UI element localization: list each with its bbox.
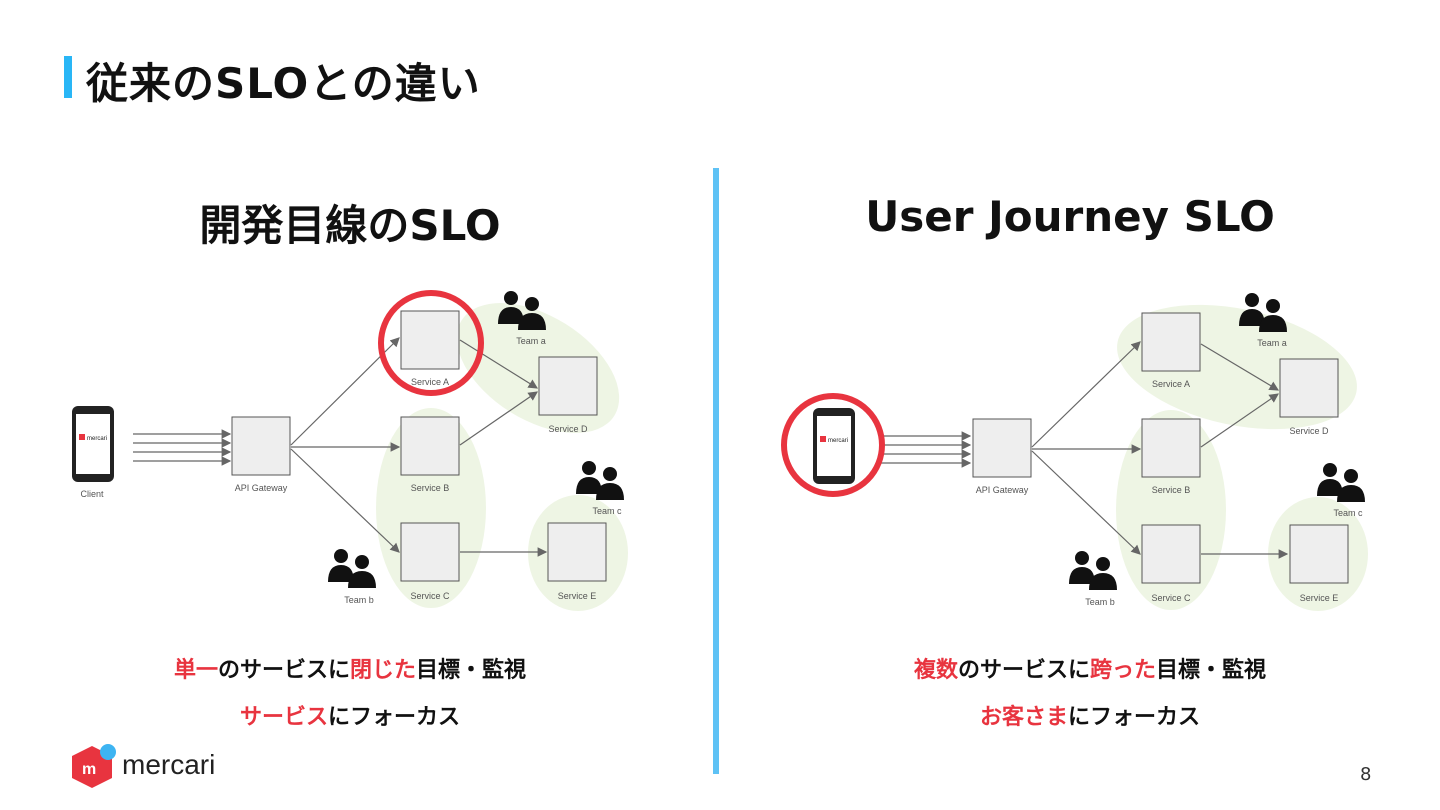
left-caption2-plain: にフォーカス xyxy=(328,705,461,730)
left-caption-red1: 単一 xyxy=(173,658,218,683)
api-gateway-box xyxy=(231,416,291,476)
team-a-label: Team a xyxy=(516,336,546,346)
service-e-label: Service E xyxy=(1300,593,1339,603)
title-accent-bar xyxy=(64,56,72,98)
service-d-box xyxy=(538,356,598,416)
team-a-people-icon xyxy=(498,291,546,330)
service-d-label: Service D xyxy=(1289,426,1329,436)
client-phone-icon: mercari xyxy=(813,408,855,484)
page-number: 8 xyxy=(1360,764,1372,785)
left-panel-title: 開発目線のSLO xyxy=(199,201,501,250)
service-a-label: Service A xyxy=(411,377,449,387)
left-caption-plain2: 目標・監視 xyxy=(416,658,527,683)
service-b-label: Service B xyxy=(411,483,450,493)
team-b-people-icon xyxy=(1069,551,1117,590)
right-caption-line1: 複数のサービスに跨った目標・監視 xyxy=(860,652,1320,684)
right-architecture-diagram: mercari API Gateway Service A Service B … xyxy=(781,293,1368,611)
service-e-box xyxy=(1289,524,1349,584)
right-panel-title: User Journey SLO xyxy=(865,192,1275,241)
service-a-box xyxy=(400,310,460,370)
service-d-label: Service D xyxy=(548,424,588,434)
service-c-box xyxy=(1141,524,1201,584)
service-c-label: Service C xyxy=(1151,593,1191,603)
mercari-logo: m mercari xyxy=(72,744,215,788)
service-e-label: Service E xyxy=(558,591,597,601)
service-d-box xyxy=(1279,358,1339,418)
left-caption-line1: 単一のサービスに閉じた目標・監視 xyxy=(120,652,580,684)
api-gateway-label: API Gateway xyxy=(976,485,1029,495)
left-caption2-red: サービス xyxy=(239,705,328,730)
phone-brand-text: mercari xyxy=(828,438,848,444)
team-c-label: Team c xyxy=(592,506,622,516)
right-caption2-plain: にフォーカス xyxy=(1068,705,1201,730)
right-caption-plain2: 目標・監視 xyxy=(1156,658,1267,683)
service-b-box xyxy=(1141,418,1201,478)
api-gateway-label: API Gateway xyxy=(235,483,288,493)
team-c-people-icon xyxy=(576,461,624,500)
team-c-people-icon xyxy=(1317,463,1365,502)
service-c-label: Service C xyxy=(410,591,450,601)
service-a-label: Service A xyxy=(1152,379,1190,389)
panel-divider xyxy=(713,168,719,774)
right-caption-red2: 跨った xyxy=(1090,658,1157,683)
service-c-box xyxy=(400,522,460,582)
left-caption-line2: サービスにフォーカス xyxy=(120,699,580,731)
service-b-label: Service B xyxy=(1152,485,1191,495)
right-caption-red1: 複数 xyxy=(913,658,958,683)
team-b-label: Team b xyxy=(344,595,374,605)
left-caption-red2: 閉じた xyxy=(350,658,417,683)
service-a-box xyxy=(1141,312,1201,372)
right-caption-plain1: のサービスに xyxy=(957,658,1090,683)
client-phone-icon: mercari xyxy=(72,406,114,482)
api-gateway-box xyxy=(972,418,1032,478)
team-b-people-icon xyxy=(328,549,376,588)
client-highlight-circle xyxy=(781,393,885,497)
phone-brand-text: mercari xyxy=(87,436,107,442)
slide-title: 従来のSLOとの違い xyxy=(86,59,481,108)
right-caption-line2: お客さまにフォーカス xyxy=(860,699,1320,731)
service-b-box xyxy=(400,416,460,476)
team-b-label: Team b xyxy=(1085,597,1115,607)
mercari-logo-text: mercari xyxy=(122,749,215,780)
team-a-label: Team a xyxy=(1257,338,1287,348)
client-label: Client xyxy=(80,489,104,499)
team-c-label: Team c xyxy=(1333,508,1363,518)
svg-text:m: m xyxy=(82,761,96,778)
team-a-people-icon xyxy=(1239,293,1287,332)
left-caption-plain1: のサービスに xyxy=(217,658,350,683)
service-e-box xyxy=(547,522,607,582)
right-caption2-red: お客さま xyxy=(979,705,1068,730)
service-a-highlight-circle xyxy=(378,290,484,396)
left-architecture-diagram: mercari Client API Gateway Service A Ser… xyxy=(72,290,628,611)
